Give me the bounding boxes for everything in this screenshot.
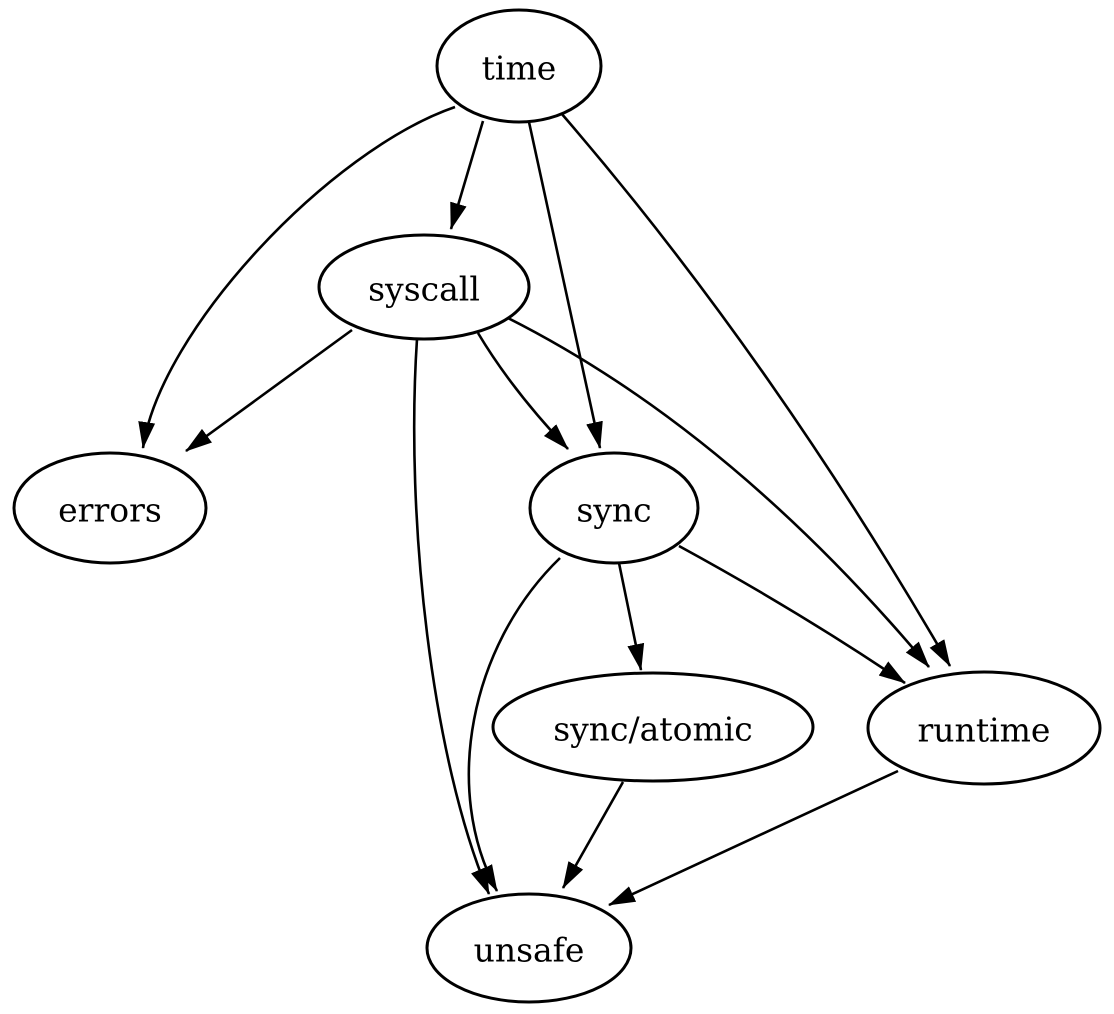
node-syscall: syscall	[317, 233, 531, 341]
edge-time-to-syscall	[449, 120, 485, 230]
node-runtime: runtime	[866, 670, 1102, 786]
node-label-sync: sync	[576, 491, 651, 530]
edge-time-to-errors	[138, 105, 456, 449]
node-label-unsafe: unsafe	[474, 931, 585, 970]
node-ellipse-errors	[12, 451, 208, 565]
edge-runtime-to-unsafe	[608, 769, 899, 907]
edge-syscall-to-runtime	[507, 316, 930, 668]
node-label-sync_atomic: sync/atomic	[553, 710, 753, 749]
node-ellipse-runtime	[866, 670, 1102, 786]
node-sync: sync	[528, 451, 700, 565]
edges-layer	[138, 105, 952, 907]
node-unsafe: unsafe	[425, 892, 633, 1004]
node-sync_atomic: sync/atomic	[491, 671, 815, 783]
edge-sync-to-runtime	[678, 544, 906, 685]
node-ellipse-time	[435, 8, 603, 124]
edge-syscall-to-errors	[185, 328, 353, 453]
node-ellipse-sync	[528, 451, 700, 565]
node-ellipse-sync_atomic	[491, 671, 815, 783]
edge-syscall-to-sync	[476, 332, 569, 450]
edge-syscall-to-unsafe	[412, 338, 491, 895]
node-ellipse-syscall	[317, 233, 531, 341]
edge-sync_atomic-to-unsafe	[561, 781, 625, 889]
edge-sync-to-unsafe	[467, 557, 561, 892]
node-errors: errors	[12, 451, 208, 565]
node-label-syscall: syscall	[368, 270, 480, 309]
edge-time-to-runtime	[560, 112, 952, 667]
edge-time-to-sync	[527, 121, 603, 449]
edge-sync-to-sync_atomic	[617, 562, 645, 671]
node-label-time: time	[482, 49, 557, 88]
node-label-errors: errors	[58, 491, 162, 530]
node-label-runtime: runtime	[918, 711, 1051, 750]
node-time: time	[435, 8, 603, 124]
node-ellipse-unsafe	[425, 892, 633, 1004]
nodes-layer: time syscall errors sync sync/atomic runtime u…	[12, 8, 1102, 1004]
